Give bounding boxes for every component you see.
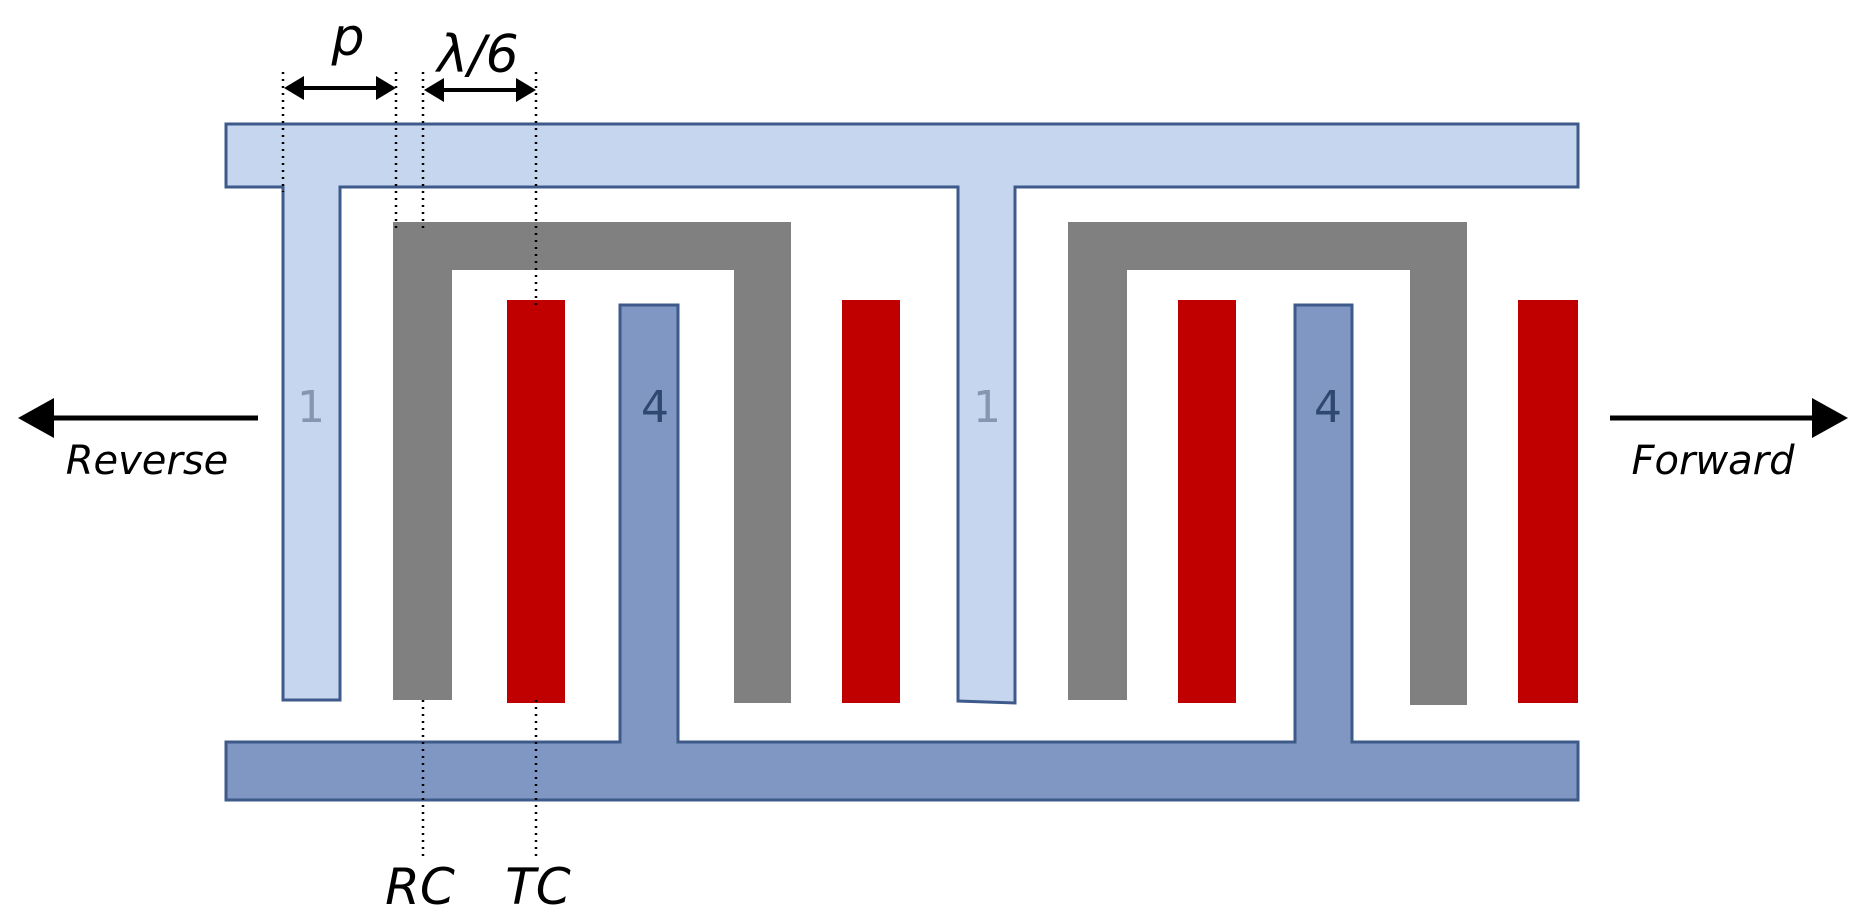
transducer-finger [1518,300,1578,703]
wavelength-fraction-label: λ/6 [434,25,518,85]
forward-label: Forward [1632,438,1796,484]
pitch-label: p [330,8,364,68]
finger-label-1: 1 [973,382,1001,433]
finger-label-4: 4 [641,382,669,433]
arrow-left-icon [18,398,258,438]
transducer-finger [507,300,565,703]
arrow-right-icon [1610,398,1848,438]
electrode-1-comb [224,122,1580,705]
reverse-label: Reverse [66,438,229,484]
finger-label-4: 4 [1314,382,1342,433]
electrode-4-comb [224,303,1580,802]
reflector-electrode-left [393,222,791,703]
double-arrow-icon [284,76,396,100]
transducer-finger [842,300,900,703]
double-arrow-icon [424,78,536,102]
reflector-electrode-right [1068,222,1467,705]
rc-label: RC [385,858,455,916]
transducer-finger [1178,300,1236,703]
finger-label-1: 1 [297,382,325,433]
tc-label: TC [505,858,571,916]
